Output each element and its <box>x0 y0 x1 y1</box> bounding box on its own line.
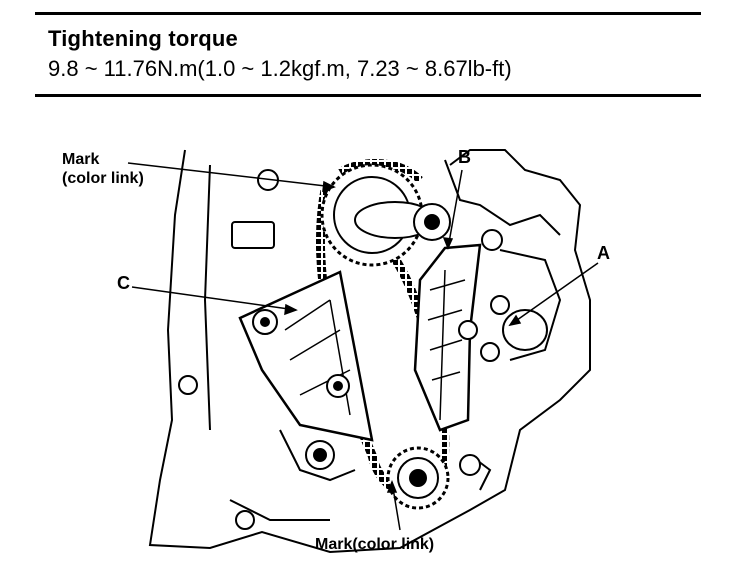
mark-top-label: Mark (color link) <box>62 150 144 188</box>
chain-guide-c <box>238 270 374 442</box>
engine-bosses <box>178 169 548 530</box>
mark-bottom-label: Mark(color link) <box>315 536 435 553</box>
crankshaft-sprocket <box>386 446 450 510</box>
callout-b: B <box>458 147 471 167</box>
header-top-rule <box>35 12 701 15</box>
callout-a: A <box>597 243 610 263</box>
leader-lines <box>127 162 599 531</box>
mark-top-label-line2: (color link) <box>62 170 144 187</box>
camshaft-sprocket <box>320 163 451 267</box>
tensioner-arm-b <box>413 243 482 432</box>
callout-c: C <box>117 273 130 293</box>
header-bottom-rule <box>35 94 701 97</box>
mark-top-label-line1: Mark <box>62 151 100 168</box>
torque-spec-title: Tightening torque <box>48 26 238 51</box>
torque-spec-value: 9.8 ~ 11.76N.m(1.0 ~ 1.2kgf.m, 7.23 ~ 8.… <box>48 56 512 81</box>
